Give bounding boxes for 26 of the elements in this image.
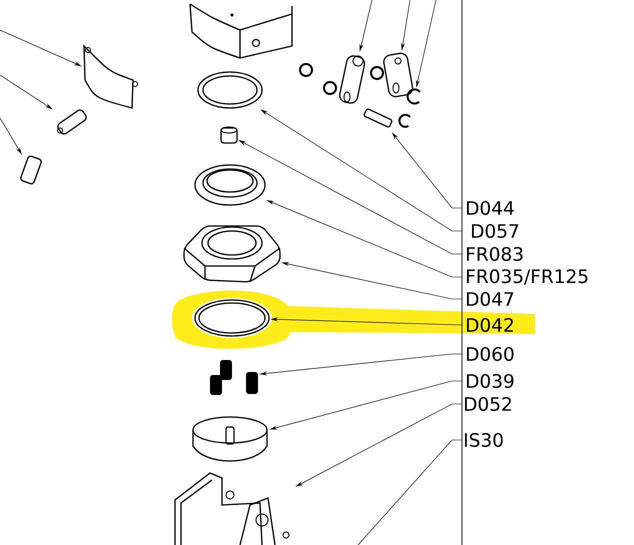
plug-drawing — [220, 126, 238, 144]
part-number: D044 — [467, 201, 514, 215]
o-ring-drawing — [194, 299, 270, 337]
part-number: FR083 — [467, 247, 523, 261]
clip-drawing — [406, 88, 421, 104]
housing-drawing — [183, 225, 281, 282]
link-plate-drawing — [383, 52, 414, 98]
part-number: D042 — [467, 318, 513, 332]
part-number: D060 — [467, 347, 514, 361]
tube-drawing — [57, 109, 87, 135]
part-number: D057 — [472, 224, 518, 238]
part-number: D039 — [467, 374, 514, 388]
part-number: D047 — [467, 292, 514, 306]
sleeve-drawing — [20, 156, 42, 184]
spacers-drawing — [210, 360, 258, 395]
mounting-plate-drawing — [174, 472, 290, 545]
leader-line — [358, 440, 462, 545]
pin-drawing — [364, 108, 411, 128]
cover-plate-drawing — [83, 45, 138, 109]
o-ring-drawing — [197, 71, 263, 109]
part-number: D052 — [465, 397, 511, 411]
lever-drawing — [344, 56, 364, 102]
part-number: IS30 — [465, 433, 503, 447]
cup-drawing — [192, 416, 268, 462]
seal-ring-drawing — [194, 164, 266, 206]
part-number: FR035/FR125 — [467, 269, 588, 285]
